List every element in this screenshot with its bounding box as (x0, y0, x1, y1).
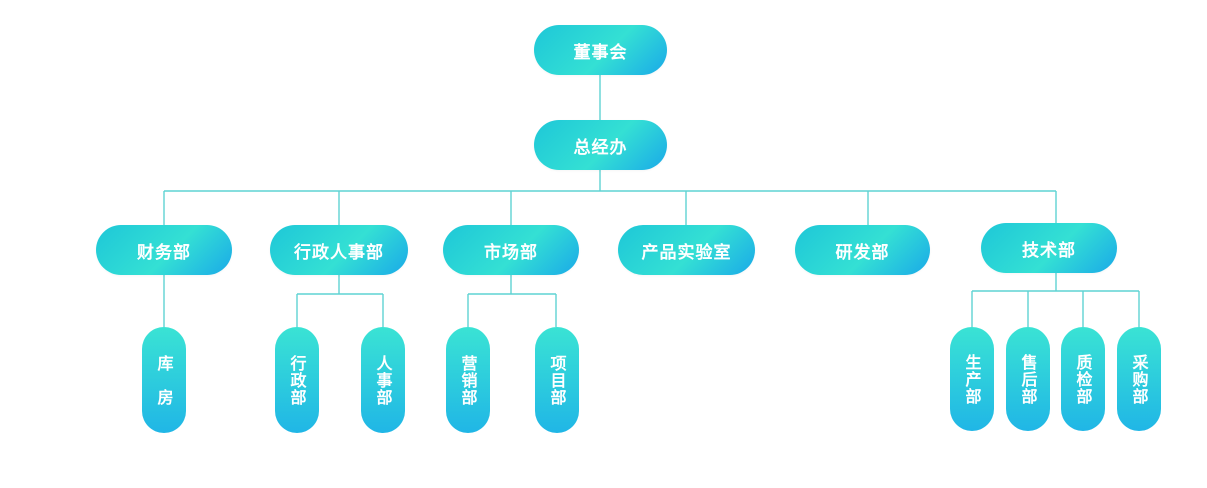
node-rnd: 研发部 (795, 225, 930, 275)
node-tech: 技术部 (981, 223, 1117, 273)
node-admin-hr: 行政人事部 (270, 225, 408, 275)
node-hr: 人事部 (361, 327, 405, 433)
node-admin: 行政部 (275, 327, 319, 433)
node-after-sales: 售后部 (1006, 327, 1050, 431)
node-sales: 营销部 (446, 327, 490, 433)
node-product-lab: 产品实验室 (618, 225, 755, 275)
node-board: 董事会 (534, 25, 667, 75)
node-finance: 财务部 (96, 225, 232, 275)
node-quality: 质检部 (1061, 327, 1105, 431)
node-purchasing: 采购部 (1117, 327, 1161, 431)
node-gm-office: 总经办 (534, 120, 667, 170)
node-marketing-dept: 市场部 (443, 225, 579, 275)
node-production: 生产部 (950, 327, 994, 431)
node-warehouse: 库房 (142, 327, 186, 433)
node-project: 项目部 (535, 327, 579, 433)
